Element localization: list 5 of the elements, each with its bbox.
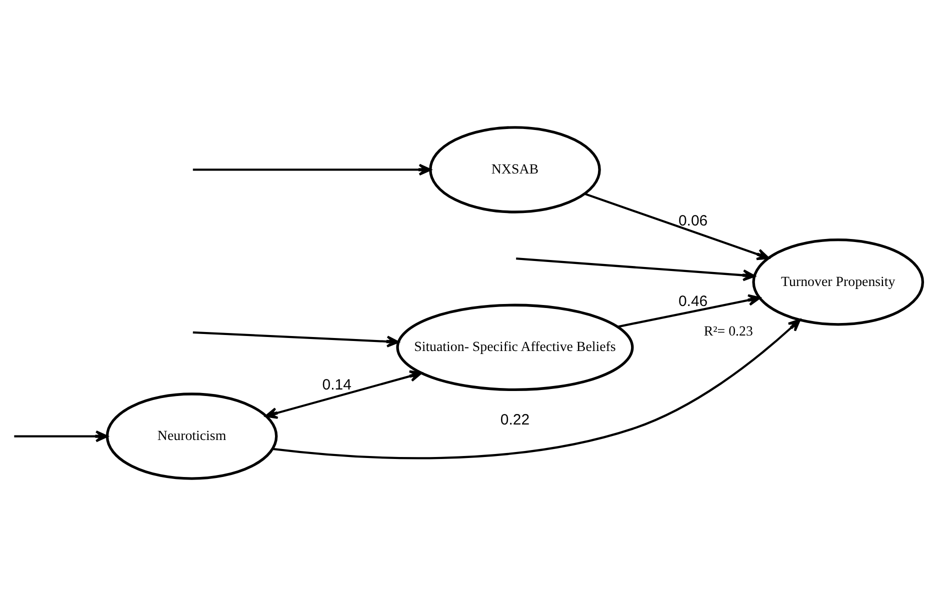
node-label: R²= 0.23 xyxy=(703,324,752,340)
edge-label: 0.46 xyxy=(678,292,708,310)
edge-label: 0.06 xyxy=(678,212,708,230)
edge-label: 0.22 xyxy=(500,412,530,429)
edge-label: 0.14 xyxy=(322,376,351,394)
